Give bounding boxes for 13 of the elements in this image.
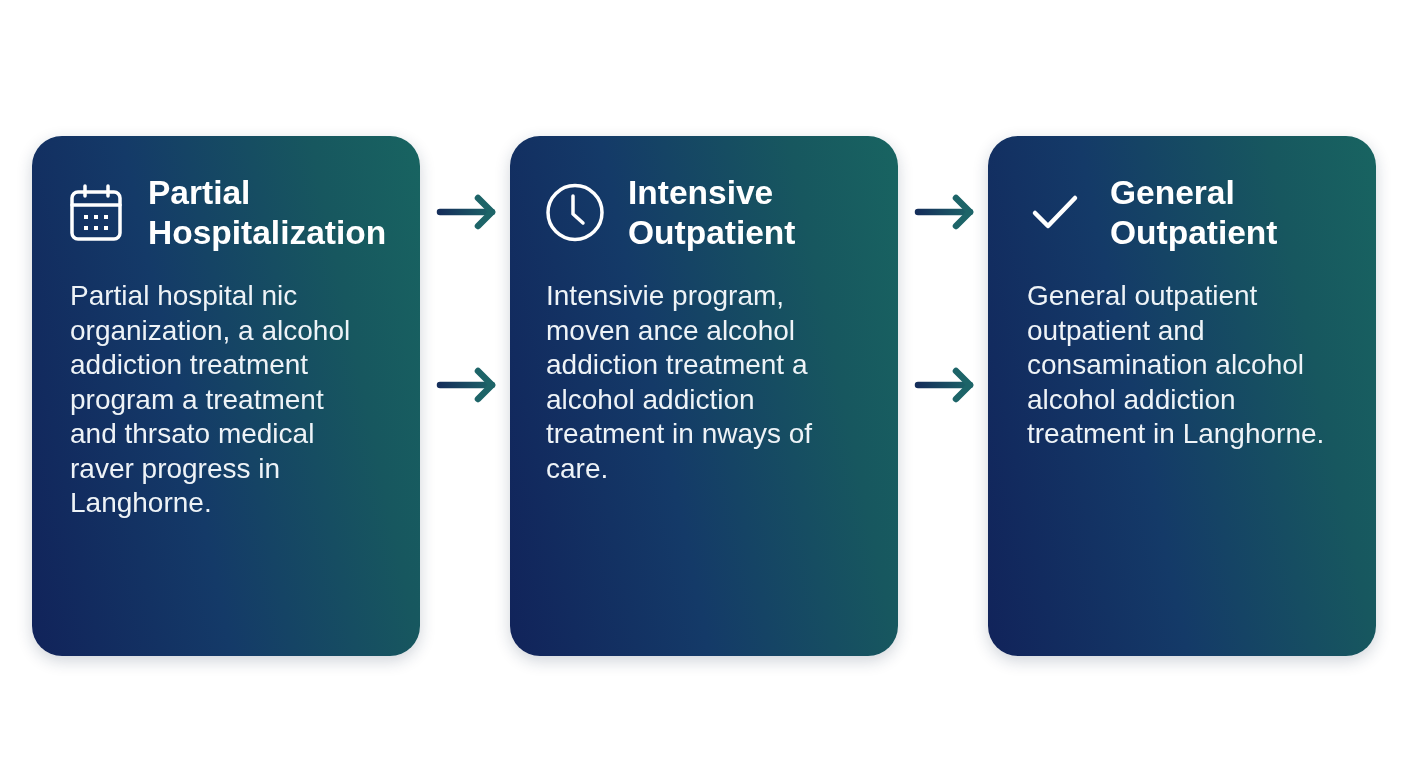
card-title: Intensive Outpatient xyxy=(628,173,797,253)
arrow xyxy=(914,367,974,403)
card-description: Intensivie program, moven ance alcohol addiction treatment a alcohol addiction treatment in nways of care. xyxy=(546,279,814,486)
card-description: General outpatient outpatient and consamination alcohol alcohol addiction treatment in Langhorne. xyxy=(1027,279,1326,451)
arrow xyxy=(436,194,496,230)
arrow xyxy=(436,367,496,403)
card-title: Partial Hospitalization xyxy=(148,173,388,253)
card-title: General Outpatient xyxy=(1110,173,1279,253)
process-card xyxy=(988,136,1376,656)
card-description: Partial hospital nic organization, a alcohol addiction treatment program a treatment and thrsato medical raver progress in Langhorne. xyxy=(70,279,352,520)
process-card xyxy=(32,136,420,656)
arrow xyxy=(914,194,974,230)
process-card xyxy=(510,136,898,656)
